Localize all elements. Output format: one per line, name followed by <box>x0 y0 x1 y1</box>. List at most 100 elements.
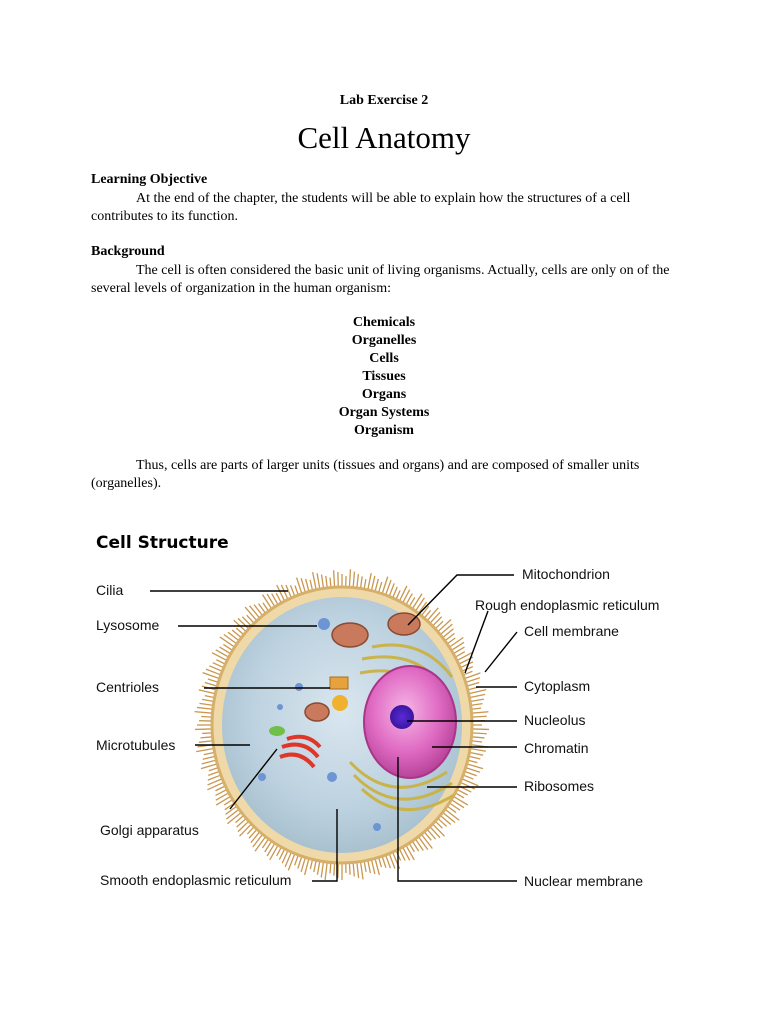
cilium <box>430 612 440 623</box>
cilium <box>199 703 213 705</box>
cilium <box>301 578 305 592</box>
centrosome-star <box>332 695 348 711</box>
cilium <box>471 741 482 742</box>
lysosome-green-shape <box>269 726 285 736</box>
cilium <box>306 579 309 592</box>
cilium <box>375 579 378 592</box>
cilium <box>322 575 324 589</box>
cilium <box>464 771 476 775</box>
cilium <box>353 862 354 876</box>
cilium <box>466 678 480 683</box>
cilium <box>196 749 214 752</box>
label-rough-er: Rough endoplasmic reticulum <box>475 597 659 613</box>
cilium <box>445 809 459 820</box>
cilium <box>386 855 391 868</box>
cilium <box>349 863 350 875</box>
label-cell-membrane: Cell membrane <box>524 623 619 639</box>
cilium <box>440 624 452 634</box>
cilium <box>470 749 486 752</box>
learning-objective-text: At the end of the chapter, the students … <box>91 190 676 226</box>
cilium <box>463 775 473 779</box>
centriole-shape <box>330 677 348 689</box>
level-item: Organ Systems <box>0 404 768 422</box>
cilium <box>412 594 422 609</box>
cilium <box>208 771 219 775</box>
cilium <box>276 593 281 603</box>
cilium <box>430 827 440 838</box>
cell-structure-figure: Cell Structure Cilia Lysosome Centrioles… <box>92 527 682 899</box>
cilium <box>224 634 237 643</box>
nucleolus-shape <box>390 705 414 729</box>
cilium <box>371 576 374 591</box>
cilium <box>361 577 363 589</box>
cell-diagram <box>92 527 682 899</box>
cilium <box>226 809 239 819</box>
label-cytoplasm: Cytoplasm <box>524 678 590 694</box>
figure-title: Cell Structure <box>96 533 229 553</box>
cilium <box>195 712 213 714</box>
label-smooth-er: Smooth endoplasmic reticulum <box>100 872 291 888</box>
cilium <box>393 587 398 598</box>
cilium <box>427 608 438 621</box>
cilium <box>364 861 366 872</box>
cilium <box>472 737 485 738</box>
label-nucleolus: Nucleolus <box>524 712 585 728</box>
cilium <box>220 637 235 647</box>
cilium <box>202 760 217 764</box>
cilium <box>314 860 316 872</box>
cilium <box>453 796 468 805</box>
cilium <box>295 855 299 865</box>
cilium <box>449 638 463 648</box>
cilium <box>310 580 312 591</box>
cilium <box>326 576 327 588</box>
label-centrioles: Centrioles <box>96 679 159 695</box>
cilium <box>470 699 484 701</box>
cilium <box>443 629 454 638</box>
cilium <box>270 845 278 860</box>
cilium <box>212 653 227 661</box>
cilium <box>325 862 327 880</box>
organization-levels-list: Chemicals Organelles Cells Tissues Organ… <box>0 314 768 440</box>
background-text: The cell is often considered the basic u… <box>91 262 676 298</box>
cilium <box>321 862 323 878</box>
cilium <box>199 690 216 694</box>
level-item: Cells <box>0 350 768 368</box>
cilium <box>298 856 302 868</box>
cilium <box>216 796 231 805</box>
cilium <box>368 860 371 873</box>
cilium <box>227 812 241 823</box>
cilium <box>254 605 263 616</box>
level-item: Organelles <box>0 332 768 350</box>
cilium <box>203 756 216 759</box>
cilium <box>357 862 359 878</box>
cilium <box>317 861 319 875</box>
cilium <box>250 606 260 618</box>
cilium <box>245 607 257 621</box>
cilium <box>215 786 225 791</box>
cilium <box>421 834 432 848</box>
cilium <box>253 834 263 847</box>
label-mitochondrion: Mitochondrion <box>522 566 610 582</box>
cilium <box>379 582 382 593</box>
label-chromatin: Chromatin <box>524 740 589 756</box>
cilium <box>199 741 213 743</box>
cilium <box>375 858 379 874</box>
cilium <box>471 704 483 706</box>
background-heading: Background <box>91 244 165 260</box>
cilium <box>202 699 214 701</box>
cilium <box>301 857 305 871</box>
cilium <box>382 856 386 867</box>
cilium <box>251 832 260 843</box>
cilium <box>201 737 213 738</box>
cilium <box>469 690 487 694</box>
cilium <box>438 620 451 632</box>
cilium <box>371 859 374 874</box>
level-item: Organism <box>0 422 768 440</box>
learning-objective-heading: Learning Objective <box>91 172 207 188</box>
cilium <box>466 768 480 773</box>
cilium <box>238 618 249 628</box>
cilium <box>361 862 364 880</box>
level-item: Tissues <box>0 368 768 386</box>
label-microtubules: Microtubules <box>96 737 175 753</box>
